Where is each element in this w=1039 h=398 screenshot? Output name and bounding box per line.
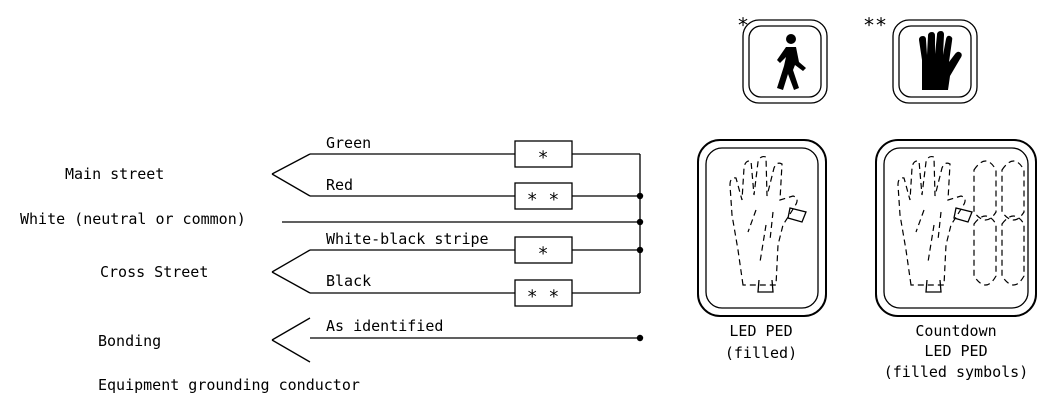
dont-walk-marker: ∗ ∗	[527, 186, 560, 207]
grounding-label: Equipment grounding conductor	[98, 376, 360, 394]
main-street-label: Main street	[65, 165, 164, 183]
walk-marker-box-cross: ∗	[514, 236, 573, 264]
walk-marker: ∗	[538, 240, 549, 261]
walk-marker-box-main: ∗	[514, 140, 573, 168]
dont-walk-header-marker: ∗∗	[863, 9, 887, 33]
common-bus	[572, 153, 641, 294]
countdown-label-line2: LED PED	[924, 342, 987, 360]
led-ped-label-line2: (filled)	[725, 344, 797, 362]
cross-street-label: Cross Street	[100, 263, 208, 281]
neutral-label: White (neutral or common)	[20, 210, 246, 228]
white-black-wire-label: White-black stripe	[326, 230, 489, 248]
countdown-label-line1: Countdown	[915, 322, 996, 340]
bonding-fan	[271, 317, 640, 363]
red-wire-label: Red	[326, 176, 353, 194]
main-street-fan	[271, 153, 515, 197]
walk-header-marker: ∗	[737, 9, 749, 33]
dont-walk-marker-box-main: ∗ ∗	[514, 182, 573, 210]
black-wire-label: Black	[326, 272, 371, 290]
dont-walk-signal-icon	[892, 19, 978, 104]
led-ped-signal	[697, 139, 827, 317]
walk-signal-icon	[742, 19, 828, 104]
dont-walk-marker-box-cross: ∗ ∗	[514, 279, 573, 307]
walk-marker: ∗	[538, 144, 549, 165]
countdown-led-ped-signal	[875, 139, 1037, 317]
bonding-label: Bonding	[98, 332, 161, 350]
led-ped-label-line1: LED PED	[729, 322, 792, 340]
junction-dots	[636, 192, 644, 342]
cross-street-fan	[271, 249, 515, 294]
green-wire-label: Green	[326, 134, 371, 152]
as-identified-wire-label: As identified	[326, 317, 443, 335]
countdown-label-line3: (filled symbols)	[884, 363, 1029, 381]
dont-walk-marker: ∗ ∗	[527, 283, 560, 304]
